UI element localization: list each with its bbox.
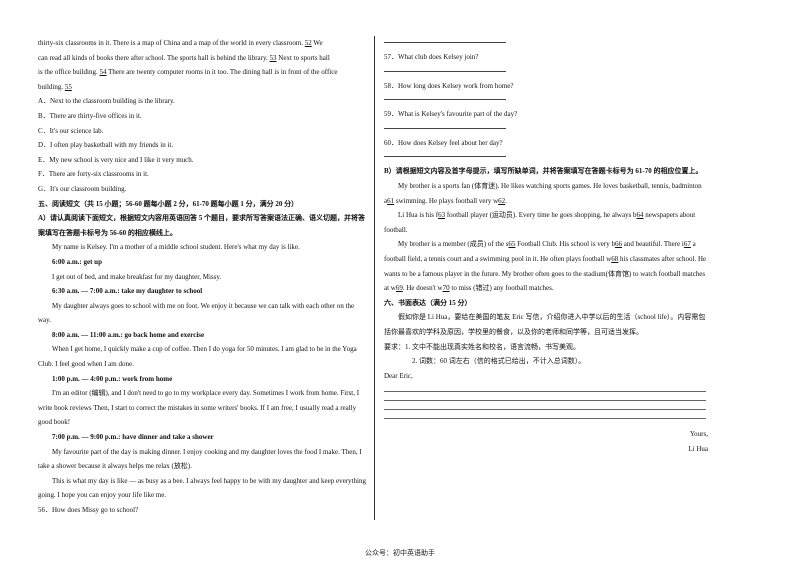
passage-paragraph: This is what my day is like — as busy as… bbox=[38, 476, 366, 500]
cloze-paragraph-1: My brother is a sports fan (体育迷). He lik… bbox=[384, 181, 702, 205]
passage-heading: 6:00 a.m.: get up bbox=[52, 257, 102, 266]
option-b: B．There are thirty-five offices in it. bbox=[38, 111, 142, 120]
option-d: D．I often play basketball with my friend… bbox=[38, 141, 174, 150]
section-6-title: 六、书面表达（满分 15 分） bbox=[384, 298, 472, 307]
passage-paragraph: My daughter always goes to school with m… bbox=[38, 301, 355, 325]
part-a-instructions: A）请认真阅读下面短文，根据短文内容用英语回答 5 个题目，要求所写答案语法正确… bbox=[38, 214, 366, 237]
passage-heading: 8:00 a.m. — 11:00 a.m.: go back home and… bbox=[52, 330, 205, 339]
passage-paragraph: When I get home, I quickly make a cup of… bbox=[38, 345, 357, 369]
writing-line[interactable] bbox=[384, 418, 706, 420]
question-56: 56．How does Missy go to school? bbox=[38, 506, 139, 514]
option-a: A．Next to the classroom building is the … bbox=[38, 97, 175, 106]
column-divider bbox=[374, 36, 375, 520]
answer-line-57[interactable] bbox=[384, 70, 506, 72]
right-column: 57．What club does Kelsey join? 58．How lo… bbox=[384, 36, 710, 456]
passage-paragraph: My name is Kelsey. I'm a mother of a mid… bbox=[52, 243, 300, 252]
question-58: 58．How long does Kelsey work from home? bbox=[384, 81, 514, 90]
closing: Yours, bbox=[689, 430, 708, 439]
requirements-label: 要求：1. 文中不能出现真实姓名和校名，语言流畅，书写美观。 bbox=[384, 342, 580, 351]
intro-line-3: is the office building. 54 There are twe… bbox=[38, 68, 338, 77]
left-column: thirty-six classrooms in it. There is a … bbox=[38, 36, 366, 518]
answer-line-60[interactable] bbox=[384, 156, 506, 158]
question-57: 57．What club does Kelsey join? bbox=[384, 53, 479, 61]
part-b-instructions: B）请根据短文内容及首字母提示，填写所缺单词，并将答案填写在答题卡标号为 61-… bbox=[384, 167, 703, 176]
question-60: 60．How does Kelsey feel about her day? bbox=[384, 138, 503, 147]
answer-line-58[interactable] bbox=[384, 99, 506, 101]
option-f: F．There are forty-six classrooms in it. bbox=[38, 170, 149, 179]
question-59: 59．What is Kelsey's favourite part of th… bbox=[384, 110, 518, 119]
answer-line-59[interactable] bbox=[384, 127, 506, 129]
writing-line[interactable] bbox=[384, 391, 706, 393]
section-5-title: 五、阅读短文（共 15 小题；56-60 题每小题 2 分，61-70 题每小题… bbox=[38, 199, 299, 208]
passage-paragraph: I get out of bed, and make breakfast for… bbox=[52, 272, 222, 281]
passage-paragraph: I'm an editor (编辑), and I don't need to … bbox=[38, 389, 360, 427]
passage-heading: 6:30 a.m. — 7:00 a.m.: take my daughter … bbox=[52, 287, 203, 296]
intro-line-4: building. 55 bbox=[38, 82, 72, 91]
salutation: Dear Eric, bbox=[384, 371, 413, 380]
writing-line[interactable] bbox=[384, 409, 706, 411]
requirement-2: 2. 词数：60 词左右（信的格式已给出，不计入总词数）。 bbox=[412, 357, 586, 366]
intro-line-1: thirty-six classrooms in it. There is a … bbox=[38, 39, 323, 47]
footer-watermark: 公众号：初中英语助手 bbox=[365, 549, 435, 557]
writing-prompt: 假如你是 Li Hua，要给在美国的笔友 Eric 写信，介绍你进入中学以后的生… bbox=[384, 313, 706, 336]
passage-heading: 7:00 p.m. — 9:00 p.m.: have dinner and t… bbox=[52, 433, 214, 442]
cloze-paragraph-2: Li Hua is his f63 football player (运动员).… bbox=[384, 211, 696, 234]
passage: My name is Kelsey. I'm a mother of a mid… bbox=[38, 240, 366, 503]
signature: Li Hua bbox=[688, 444, 708, 453]
passage-paragraph: My favourite part of the day is making d… bbox=[38, 447, 362, 471]
option-g: G．It's our classroom building. bbox=[38, 184, 127, 193]
answer-line-56[interactable] bbox=[384, 42, 506, 43]
cloze-paragraph-3: My brother is a member (成员) of the s65 F… bbox=[384, 240, 707, 293]
writing-line[interactable] bbox=[384, 400, 706, 402]
option-e: E．My new school is very nice and I like … bbox=[38, 155, 194, 164]
option-c: C．It's our science lab. bbox=[38, 126, 104, 135]
intro-line-2: can read all kinds of books there after … bbox=[38, 53, 330, 62]
passage-heading: 1:00 p.m. — 4:00 p.m.: work from home bbox=[52, 374, 173, 383]
